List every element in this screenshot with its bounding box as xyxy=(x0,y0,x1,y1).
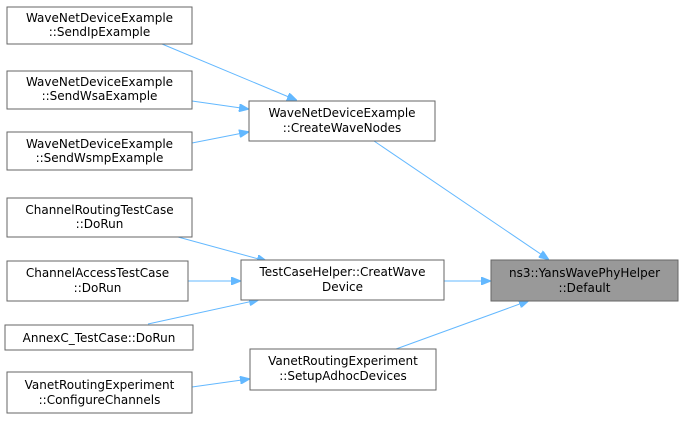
node-create-wave-nodes[interactable]: WaveNetDeviceExample ::CreateWaveNodes xyxy=(248,100,436,142)
edge-annexc-to-creatwavedevice xyxy=(147,300,258,325)
edge-sendwsmp-to-createwavenodes xyxy=(191,132,248,144)
node-label: ChannelRoutingTestCase xyxy=(25,203,173,217)
edge-configurechannels-to-setupadhoc xyxy=(191,379,249,388)
node-label: Device xyxy=(322,280,363,294)
node-send-ip-example[interactable]: WaveNetDeviceExample ::SendIpExample xyxy=(6,6,193,45)
node-label: WaveNetDeviceExample xyxy=(268,106,415,120)
node-label: ChannelAccessTestCase xyxy=(26,266,169,280)
node-label: ::DoRun xyxy=(76,217,124,231)
edge-setupadhoc-to-default xyxy=(395,301,528,350)
node-label: ::SendIpExample xyxy=(49,25,151,39)
node-configure-channels[interactable]: VanetRoutingExperiment ::ConfigureChanne… xyxy=(6,371,193,414)
node-label: ns3::YansWavePhyHelper xyxy=(509,266,660,280)
node-label: ::CreateWaveNodes xyxy=(283,121,401,135)
edge-sendwsa-to-createwavenodes xyxy=(191,100,248,109)
node-label: WaveNetDeviceExample xyxy=(26,137,173,151)
node-label: ::DoRun xyxy=(74,281,122,295)
node-creat-wave-device[interactable]: TestCaseHelper::CreatWave Device xyxy=(240,259,445,301)
node-label: WaveNetDeviceExample xyxy=(26,11,173,25)
node-label: ::Default xyxy=(559,281,611,295)
edge-sendip-to-createwavenodes xyxy=(161,43,296,100)
node-label: ::ConfigureChannels xyxy=(39,393,161,407)
edges xyxy=(147,43,548,388)
node-label: VanetRoutingExperiment xyxy=(268,354,418,368)
node-annexc-test-case[interactable]: AnnexC_TestCase::DoRun xyxy=(4,324,194,351)
node-label: VanetRoutingExperiment xyxy=(25,378,175,392)
node-channel-access-test-case[interactable]: ChannelAccessTestCase ::DoRun xyxy=(6,260,189,302)
node-label: AnnexC_TestCase::DoRun xyxy=(23,331,176,345)
node-default-highlighted[interactable]: ns3::YansWavePhyHelper ::Default xyxy=(490,259,679,302)
edge-createwavenodes-to-default xyxy=(373,140,548,259)
node-label: ::SendWsmpExample xyxy=(36,151,164,165)
node-send-wsa-example[interactable]: WaveNetDeviceExample ::SendWsaExample xyxy=(6,70,193,110)
node-label: WaveNetDeviceExample xyxy=(26,75,173,89)
node-channel-routing-test-case[interactable]: ChannelRoutingTestCase ::DoRun xyxy=(6,197,193,238)
node-label: ::SendWsaExample xyxy=(42,89,158,103)
node-label: ::SetupAdhocDevices xyxy=(279,369,406,383)
node-label: TestCaseHelper::CreatWave xyxy=(259,265,426,279)
node-send-wsmp-example[interactable]: WaveNetDeviceExample ::SendWsmpExample xyxy=(6,131,193,171)
node-setup-adhoc-devices[interactable]: VanetRoutingExperiment ::SetupAdhocDevic… xyxy=(249,348,437,391)
edge-channelrouting-to-creatwavedevice xyxy=(177,236,266,261)
